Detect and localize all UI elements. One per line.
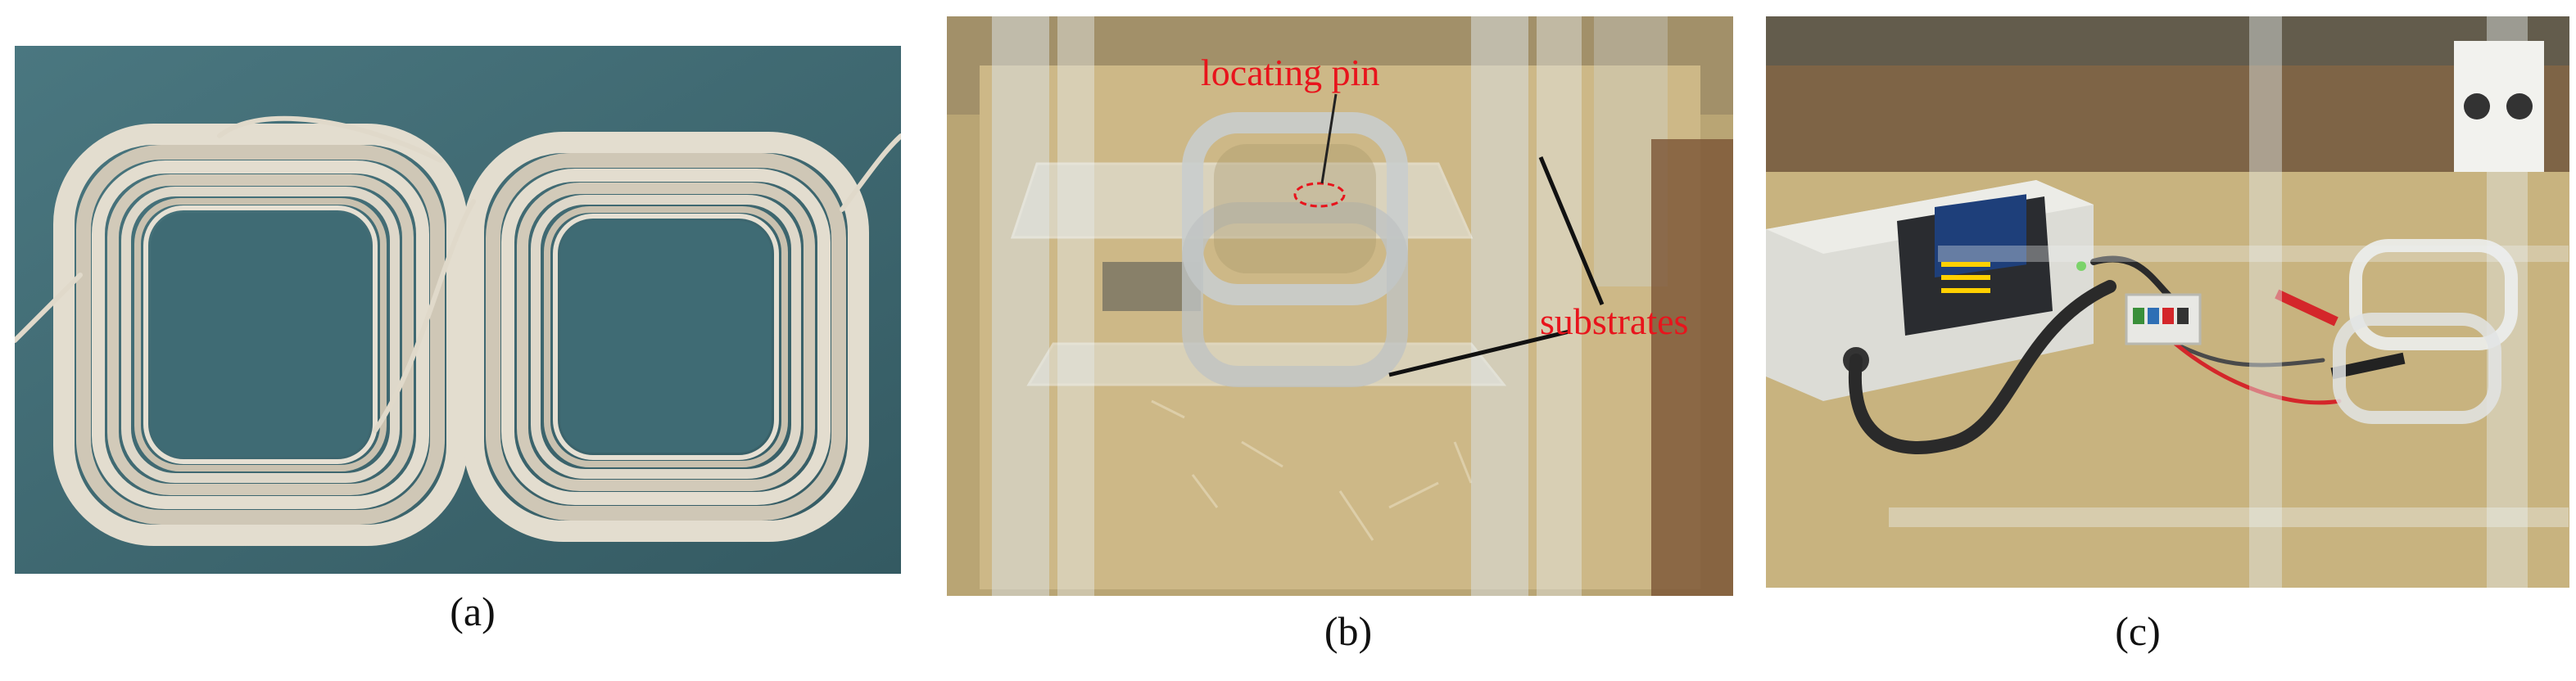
lab-wall (1766, 16, 2569, 65)
caption-b: (b) (1324, 608, 1373, 654)
substrate-pointer-lower (1388, 329, 1570, 377)
coils-photo-drawing (15, 46, 901, 574)
locating-pin-marker (1293, 182, 1346, 208)
photo-measurement-setup (1766, 16, 2569, 588)
stacked-coils (1182, 112, 1408, 387)
lead-wires (15, 115, 901, 433)
locating-pin-pointer (1320, 93, 1338, 184)
substrates-photo-drawing (947, 16, 1733, 596)
annotation-locating-pin: locating pin (1201, 52, 1380, 93)
coil-center (1214, 144, 1376, 273)
annotation-substrates: substrates (1540, 300, 1689, 342)
acrylic-fixture (1889, 16, 2569, 588)
terminal-plugs (2133, 308, 2189, 324)
meter-indicator (2076, 261, 2086, 271)
caption-c: (c) (2115, 608, 2161, 654)
setup-photo-drawing (1766, 16, 2569, 588)
base-scratches (1151, 399, 1473, 541)
probe-clips (2275, 289, 2406, 380)
coil-left-center (151, 213, 370, 457)
photo-substrates (947, 16, 1733, 596)
fixture-coils (2333, 239, 2518, 424)
photo-coils (15, 46, 901, 574)
lcr-meter (1766, 180, 2094, 401)
coil-right-center (560, 221, 772, 453)
coil-right (463, 132, 869, 542)
acrylic-pillars (992, 16, 1733, 596)
substrate-pointer-upper (1538, 156, 1605, 305)
test-cables (1848, 255, 2342, 454)
caption-a: (a) (450, 589, 496, 634)
meter-readout (1941, 262, 1990, 293)
wooden-base (980, 65, 1700, 589)
meter-screen (1935, 194, 2026, 278)
